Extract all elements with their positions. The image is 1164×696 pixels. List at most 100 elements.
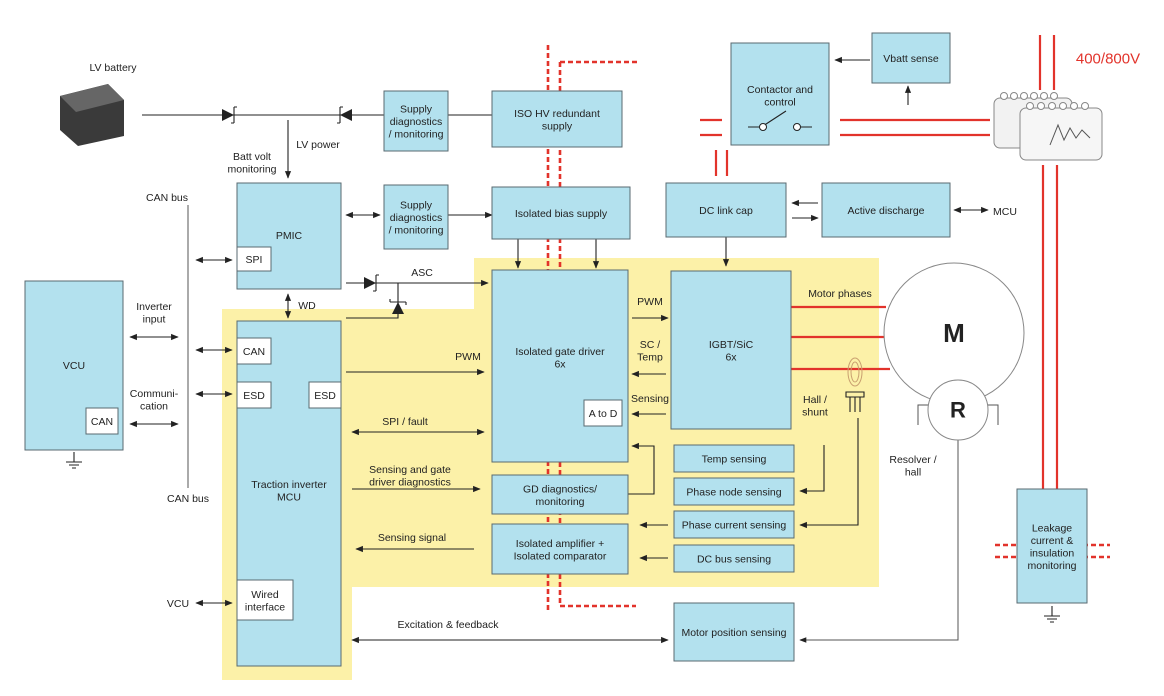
pmic-spi-label-line: SPI [246, 254, 263, 266]
mcu-can-label: CAN [243, 346, 265, 358]
hall-shunt-label-line: Hall / [803, 394, 827, 406]
supply-diag-1-label-line: diagnostics [390, 116, 443, 128]
wd-label: WD [298, 300, 316, 312]
iso-amp-block [491, 523, 629, 575]
switch-icon [748, 110, 812, 131]
motor-symbol-line: M [943, 318, 965, 348]
active-discharge-label: Active discharge [847, 205, 924, 217]
connector [799, 445, 825, 495]
leakage-label-line: current & [1031, 535, 1074, 547]
mcu-esd-r-block [308, 381, 342, 409]
iso-hv-label-line: ISO HV redundant [514, 108, 600, 120]
vcu-label: VCU [63, 360, 85, 372]
mcu-wired-block [236, 579, 294, 621]
lv-power-label-line: LV power [296, 139, 340, 151]
motor-phases-label: Motor phases [808, 288, 872, 300]
supply-diag-2-block [383, 184, 449, 250]
mcu-esd-l-label-line: ESD [243, 390, 265, 402]
supply-diag-1-block [383, 90, 449, 152]
batt-volt-label-line: Batt volt [233, 151, 271, 163]
spi-fault-label: SPI / fault [382, 416, 428, 428]
spi-fault-label-line: SPI / fault [382, 416, 428, 428]
vcu-label-line: VCU [63, 360, 85, 372]
contactor-block [730, 42, 830, 146]
igbt-label-line: IGBT/SiC [709, 339, 754, 351]
mcu-wired-label-line: interface [245, 601, 285, 613]
vcu-left-label-line: VCU [167, 598, 189, 610]
mcu-can-label-line: CAN [243, 346, 265, 358]
contactor-label-line: Contactor and [747, 84, 813, 96]
high-voltage-line [700, 35, 1059, 600]
gate-driver-block [491, 269, 629, 463]
hv-voltage-label: 400/800V [1076, 50, 1140, 67]
resolver-label: Resolver /hall [889, 454, 936, 479]
iso-amp-label-line: Isolated amplifier + [516, 538, 604, 550]
can-bus-bottom-label: CAN bus [167, 493, 209, 505]
pwm-mcu-label: PWM [455, 351, 481, 363]
motor-phases-label-line: Motor phases [808, 288, 872, 300]
lv-battery-icon [60, 84, 124, 146]
iso-amp-label: Isolated amplifier +Isolated comparator [514, 538, 607, 563]
sensing-gd-label-line: Sensing and gate [369, 464, 451, 476]
vbatt-block [871, 32, 951, 84]
can-bus-bottom-label-line: CAN bus [167, 493, 209, 505]
mcu-label-line: MCU [277, 491, 301, 503]
phase-node-block [673, 477, 795, 506]
phase-current-block [673, 510, 795, 539]
vbatt-label: Vbatt sense [883, 53, 939, 65]
gate-driver-label-line: 6x [554, 358, 566, 370]
resolver-symbol-line: R [950, 398, 966, 423]
diode-icon [364, 274, 379, 292]
inverter-input-label-line: Inverter [136, 301, 172, 313]
vcu-left-label: VCU [167, 598, 189, 610]
active-discharge-label-line: Active discharge [847, 205, 924, 217]
vcu-can-label: CAN [91, 416, 113, 428]
vbatt-label-line: Vbatt sense [883, 53, 939, 65]
motor-symbol: M [943, 318, 965, 348]
a-to-d-label: A to D [589, 408, 618, 420]
supply-diag-2-label-line: diagnostics [390, 212, 443, 224]
sc-temp-label-line: Temp [637, 351, 663, 363]
pwm-gd-label-line: PWM [637, 296, 663, 308]
connector [799, 440, 959, 643]
vcu-can-block [85, 407, 119, 435]
hall-sensor-icon [845, 357, 865, 412]
asc-label-line: ASC [411, 267, 433, 279]
excitation-label: Excitation & feedback [398, 619, 500, 631]
pwm-gd-label: PWM [637, 296, 663, 308]
gd-diag-label: GD diagnostics/monitoring [523, 483, 597, 508]
ground-icon [1044, 606, 1060, 623]
connector [346, 283, 399, 319]
mcu-wired-label-line: Wired [251, 589, 279, 601]
ground-icon [66, 452, 82, 469]
communication-label-line: cation [140, 400, 168, 412]
dc-bus-label-line: DC bus sensing [697, 554, 771, 566]
mcu-right-label-line: MCU [993, 206, 1017, 218]
dc-bus-block [673, 544, 795, 573]
sensing-label: Sensing [631, 393, 669, 405]
mcu-esd-l-block [236, 381, 272, 409]
batt-volt-label-line: monitoring [227, 163, 276, 175]
temp-block [673, 444, 795, 473]
iso-amp-label-line: Isolated comparator [514, 550, 607, 562]
mcu-esd-r-label: ESD [314, 390, 336, 402]
dc-link-label: DC link cap [699, 205, 753, 217]
leakage-label-line: insulation [1030, 547, 1075, 559]
leakage-block [1016, 488, 1088, 604]
mcu-can-block [236, 337, 272, 365]
communication-label-line: Communi- [130, 388, 179, 400]
phase-current-label-line: Phase current sensing [682, 520, 787, 532]
temp-label-line: Temp sensing [702, 454, 767, 466]
leakage-label-line: Leakage [1032, 522, 1072, 534]
iso-bias-label: Isolated bias supply [515, 208, 608, 220]
iso-bias-label-line: Isolated bias supply [515, 208, 608, 220]
iso-bias-block [491, 186, 631, 240]
